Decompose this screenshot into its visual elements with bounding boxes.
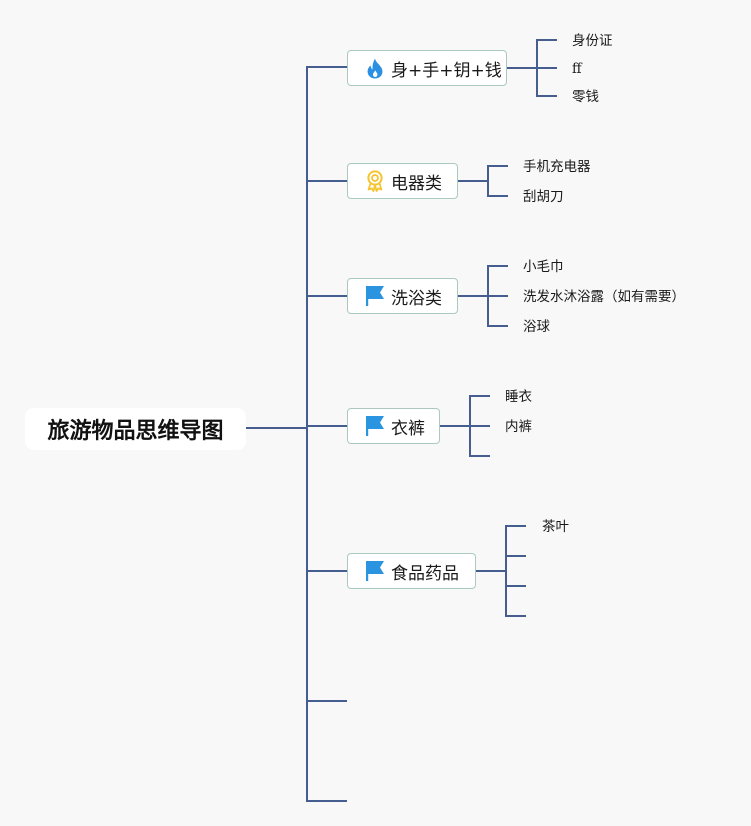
topic-node-toiletries[interactable]: 洗浴类 (347, 278, 458, 314)
topic-node-clothing[interactable]: 衣裤 (347, 408, 440, 444)
flag-icon (364, 415, 386, 437)
topic-label: 食品药品 (391, 563, 459, 584)
flame-icon (364, 57, 386, 79)
subtopic-id-card[interactable]: 身份证 (572, 33, 613, 49)
flag-icon (364, 560, 386, 582)
root-topic[interactable]: 旅游物品思维导图 (25, 408, 246, 450)
subtopic-shampoo-body-wash[interactable]: 洗发水沐浴露（如有需要） (523, 289, 685, 305)
subtopic-small-towel[interactable]: 小毛巾 (523, 259, 564, 275)
subtopic-empty[interactable] (542, 548, 562, 566)
subtopic-underwear[interactable]: 内裤 (505, 419, 532, 435)
topic-node-empty[interactable] (352, 692, 372, 710)
root-topic-label: 旅游物品思维导图 (47, 419, 224, 444)
award-icon (364, 170, 386, 192)
topic-node-electronics[interactable]: 电器类 (347, 163, 458, 199)
topic-label: 电器类 (391, 173, 442, 194)
topic-node-documents[interactable]: 身+手+钥+钱 (347, 50, 507, 86)
subtopic-bath-ball[interactable]: 浴球 (523, 319, 550, 335)
topic-node-empty[interactable] (352, 792, 372, 810)
subtopic-change[interactable]: 零钱 (572, 89, 599, 105)
topic-label: 洗浴类 (391, 288, 442, 309)
topic-node-food-medicine[interactable]: 食品药品 (347, 553, 476, 589)
subtopic-phone-charger[interactable]: 手机充电器 (523, 159, 591, 175)
subtopic-tea[interactable]: 茶叶 (542, 519, 569, 535)
subtopic-pajamas[interactable]: 睡衣 (505, 389, 532, 405)
topic-label: 身+手+钥+钱 (391, 60, 502, 81)
subtopic-razor[interactable]: 刮胡刀 (523, 189, 564, 205)
subtopic-empty[interactable] (542, 608, 562, 626)
flag-icon (364, 285, 386, 307)
topic-label: 衣裤 (391, 418, 425, 439)
subtopic-empty[interactable] (505, 448, 525, 466)
subtopic-ff[interactable]: ff (572, 61, 582, 77)
subtopic-empty[interactable] (542, 578, 562, 596)
